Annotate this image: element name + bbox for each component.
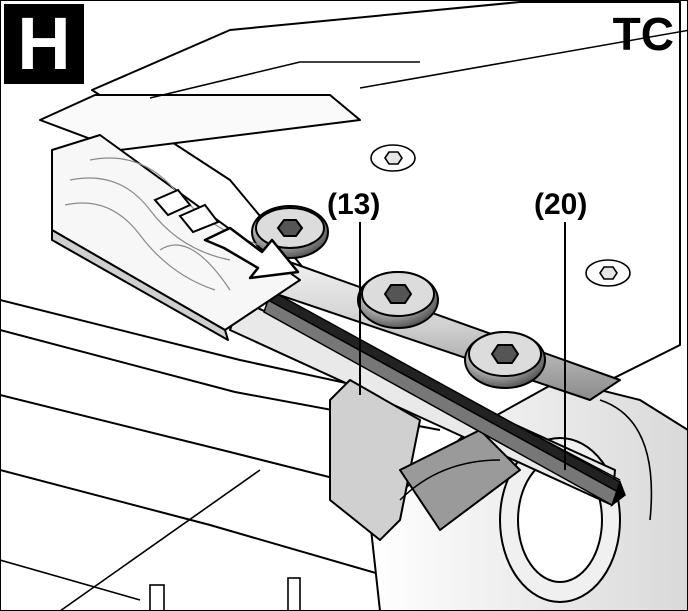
hex-socket-screw-icon	[357, 271, 439, 329]
marker-tabs	[153, 188, 220, 234]
figure-letter-badge: H	[4, 4, 84, 84]
callout-clamping-bar: (13)	[327, 188, 381, 221]
countersunk-hole	[370, 144, 416, 172]
callout-planer-blade: (20)	[534, 188, 588, 221]
model-code-label: TC	[612, 8, 674, 60]
planer-housing	[0, 299, 688, 611]
move-direction-arrow-icon	[203, 226, 300, 280]
wooden-slat	[51, 134, 301, 341]
hex-socket-screw-icon	[464, 331, 546, 389]
base-marks	[149, 577, 301, 611]
callout-leader-lines	[359, 222, 566, 470]
countersunk-hole	[585, 259, 631, 287]
